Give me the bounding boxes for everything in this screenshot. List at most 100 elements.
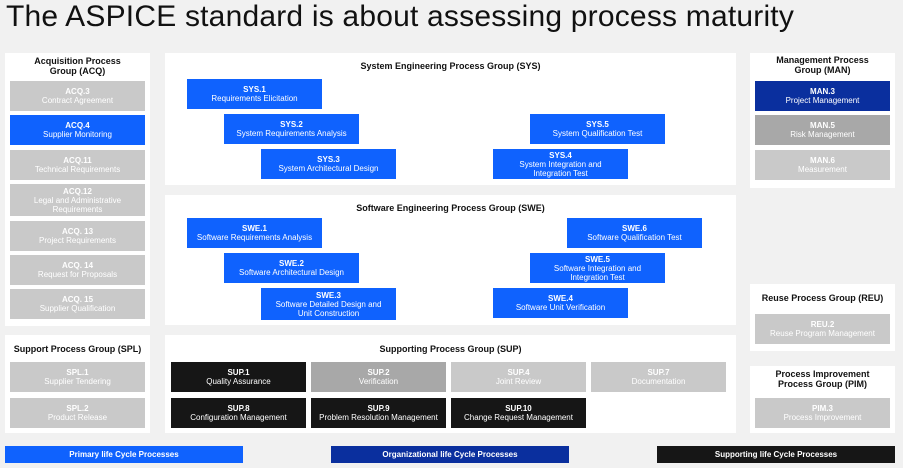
swe-title: Software Engineering Process Group (SWE) bbox=[356, 203, 545, 213]
sys-title: System Engineering Process Group (SYS) bbox=[360, 61, 541, 71]
man-3-name: Project Management bbox=[785, 96, 860, 105]
reu-2-code: REU.2 bbox=[810, 320, 835, 329]
swe-3-code: SWE.3 bbox=[316, 290, 341, 300]
acq-12-code: ACQ.12 bbox=[63, 186, 92, 196]
swe-6-code: SWE.6 bbox=[622, 224, 647, 233]
pim-title: Process Improvement Process Group (PIM) bbox=[775, 369, 870, 389]
sup-8-code: SUP.8 bbox=[227, 404, 250, 413]
acq-15-code: ACQ. 15 bbox=[61, 295, 94, 304]
pim-3-code: PIM.3 bbox=[812, 404, 833, 413]
sup-10-code: SUP.10 bbox=[505, 404, 532, 413]
swe-4-name: Software Unit Verification bbox=[515, 303, 606, 312]
acq-4-code: ACQ.4 bbox=[65, 121, 90, 130]
sys-1-name: Requirements Elicitation bbox=[211, 94, 298, 103]
sys-1-code: SYS.1 bbox=[243, 85, 266, 94]
sup-1-name: Quality Assurance bbox=[206, 377, 271, 386]
sys-5-name: System Qualification Test bbox=[552, 129, 643, 138]
acq-15-name: Supplier Qualification bbox=[39, 304, 116, 313]
swe-1-code: SWE.1 bbox=[242, 224, 267, 233]
sys-2-code: SYS.2 bbox=[280, 120, 303, 129]
sys-panel: System Engineering Process Group (SYS) S… bbox=[165, 53, 736, 185]
swe-1-name: Software Requirements Analysis bbox=[196, 233, 313, 242]
man-5-code: MAN.5 bbox=[810, 121, 835, 130]
man-6-name: Measurement bbox=[798, 165, 847, 174]
reu-2-name: Reuse Program Management bbox=[770, 329, 875, 338]
acq-11-code: ACQ.11 bbox=[63, 156, 92, 165]
legend-organizational: Organizational life Cycle Processes bbox=[331, 446, 569, 463]
man-title: Management Process Group (MAN) bbox=[776, 55, 869, 75]
acq-title: Acquisition Process Group (ACQ) bbox=[34, 56, 121, 76]
acq-13-code: ACQ. 13 bbox=[61, 227, 94, 236]
acq-4-name: Supplier Monitoring bbox=[43, 130, 112, 139]
sys-3-code: SYS.3 bbox=[317, 155, 340, 164]
man-3-code: MAN.3 bbox=[810, 87, 835, 96]
sup-2-code: SUP.2 bbox=[367, 368, 390, 377]
sup-7-code: SUP.7 bbox=[647, 368, 670, 377]
pim-panel: Process Improvement Process Group (PIM) … bbox=[750, 366, 895, 433]
sup-9-name: Problem Resolution Management bbox=[319, 413, 438, 422]
page-title: The ASPICE standard is about assessing p… bbox=[6, 0, 795, 33]
sys-3-name: System Architectural Design bbox=[278, 164, 379, 173]
acq-3-code: ACQ.3 bbox=[65, 87, 90, 96]
swe-6-name: Software Qualification Test bbox=[587, 233, 682, 242]
swe-2-code: SWE.2 bbox=[279, 259, 304, 268]
sup-4-name: Joint Review bbox=[495, 377, 542, 386]
sup-7-name: Documentation bbox=[631, 377, 686, 386]
swe-2-name: Software Architectural Design bbox=[239, 268, 344, 277]
spl-title: Support Process Group (SPL) bbox=[13, 344, 142, 354]
pim-3-name: Process Improvement bbox=[783, 413, 862, 422]
sup-2-name: Verification bbox=[358, 377, 399, 386]
spl-2-code: SPL.2 bbox=[66, 404, 89, 413]
swe-5-name: Software Integration and Integration Tes… bbox=[553, 263, 642, 282]
sup-9-code: SUP.9 bbox=[367, 404, 390, 413]
acq-3-name: Contract Agreement bbox=[41, 96, 114, 105]
sys-5-code: SYS.5 bbox=[586, 120, 609, 129]
sys-2-name: System Requirements Analysis bbox=[236, 129, 347, 138]
spl-1-name: Supplier Tendering bbox=[44, 377, 111, 386]
sup-8-name: Configuration Management bbox=[190, 413, 287, 422]
man-5-name: Risk Management bbox=[790, 130, 855, 139]
sys-4-code: SYS.4 bbox=[549, 150, 572, 160]
swe-3-name: Software Detailed Design and Unit Constr… bbox=[275, 299, 382, 318]
acq-13-name: Project Requirements bbox=[39, 236, 116, 245]
acq-12-name: Legal and Administrative Requirements bbox=[33, 195, 122, 214]
legend-primary: Primary life Cycle Processes bbox=[5, 446, 243, 463]
swe-5-code: SWE.5 bbox=[585, 254, 610, 264]
